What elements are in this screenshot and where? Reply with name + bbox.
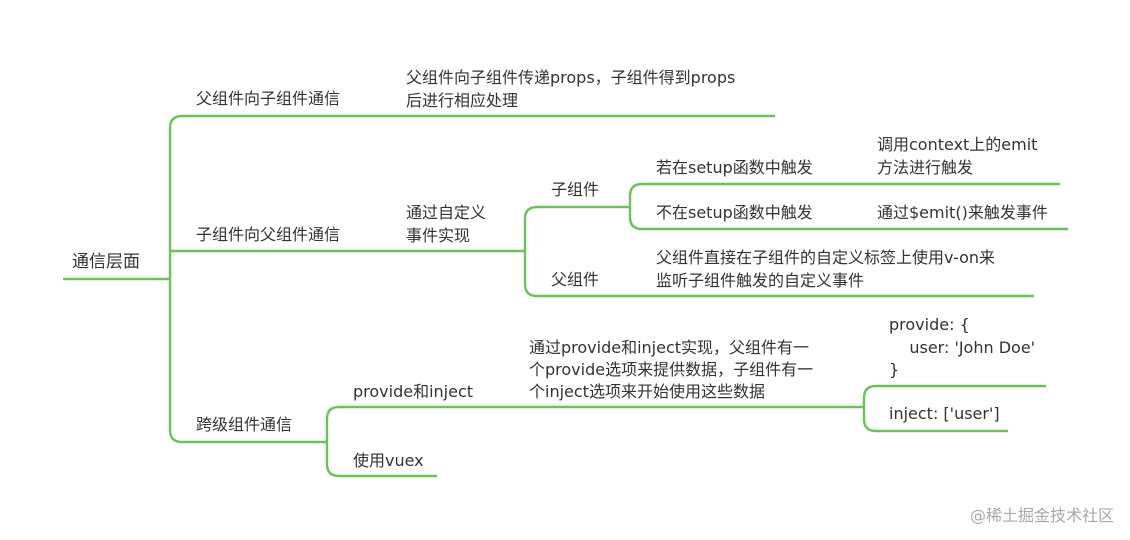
child-to-notsetup	[628, 207, 865, 231]
provide-inject-label: provide和inject	[353, 382, 474, 401]
branch1-detail-line2: 后进行相应处理	[406, 91, 519, 110]
provide-code-line2: user: 'John Doe'	[889, 338, 1036, 357]
desc-to-inject	[862, 407, 1008, 433]
provide-desc-line2: 个provide选项来提供数据，子组件有一	[529, 360, 814, 379]
parent-detail-line1: 父组件直接在子组件的自定义标签上使用v-on来	[656, 248, 996, 267]
custom-to-parent	[523, 251, 644, 298]
watermark: @稀土掘金技术社区	[969, 506, 1114, 525]
in-setup-detail-line2: 方法进行触发	[877, 158, 974, 177]
child-to-insetup	[628, 182, 865, 207]
custom-event-line1: 通过自定义	[406, 203, 487, 222]
in-setup-detail-line1: 调用context上的emit	[877, 135, 1038, 154]
provide-code-line3: }	[889, 360, 900, 379]
vuex-label: 使用vuex	[353, 451, 424, 470]
provide-desc-line3: 个inject选项来开始使用这些数据	[529, 382, 765, 401]
child-component-label: 子组件	[551, 180, 600, 199]
desc-to-code	[862, 384, 1046, 407]
in-setup-label: 若在setup函数中触发	[656, 158, 813, 177]
root-to-branch3	[168, 279, 327, 444]
branch3-label: 跨级组件通信	[196, 415, 293, 434]
root-to-branch1	[168, 114, 366, 279]
branch2-label: 子组件向父组件通信	[196, 225, 341, 244]
branch1-detail-line1: 父组件向子组件传递props，子组件得到props	[406, 68, 736, 87]
branch3-to-vuex	[325, 442, 437, 478]
parent-component-label: 父组件	[551, 270, 600, 289]
provide-desc-line1: 通过provide和inject实现，父组件有一	[529, 338, 810, 357]
not-in-setup-label: 不在setup函数中触发	[656, 203, 813, 222]
provide-code-line1: provide: {	[889, 315, 970, 334]
parent-detail-line2: 监听子组件触发的自定义事件	[656, 271, 865, 290]
inject-code: inject: ['user']	[889, 404, 1000, 423]
custom-to-child	[523, 205, 630, 251]
custom-event-line2: 事件实现	[406, 226, 471, 245]
branch3-to-provide	[325, 405, 517, 442]
root-node: 通信层面	[72, 252, 140, 272]
branch1-label: 父组件向子组件通信	[196, 89, 341, 108]
not-in-setup-detail: 通过$emit()来触发事件	[877, 203, 1048, 222]
